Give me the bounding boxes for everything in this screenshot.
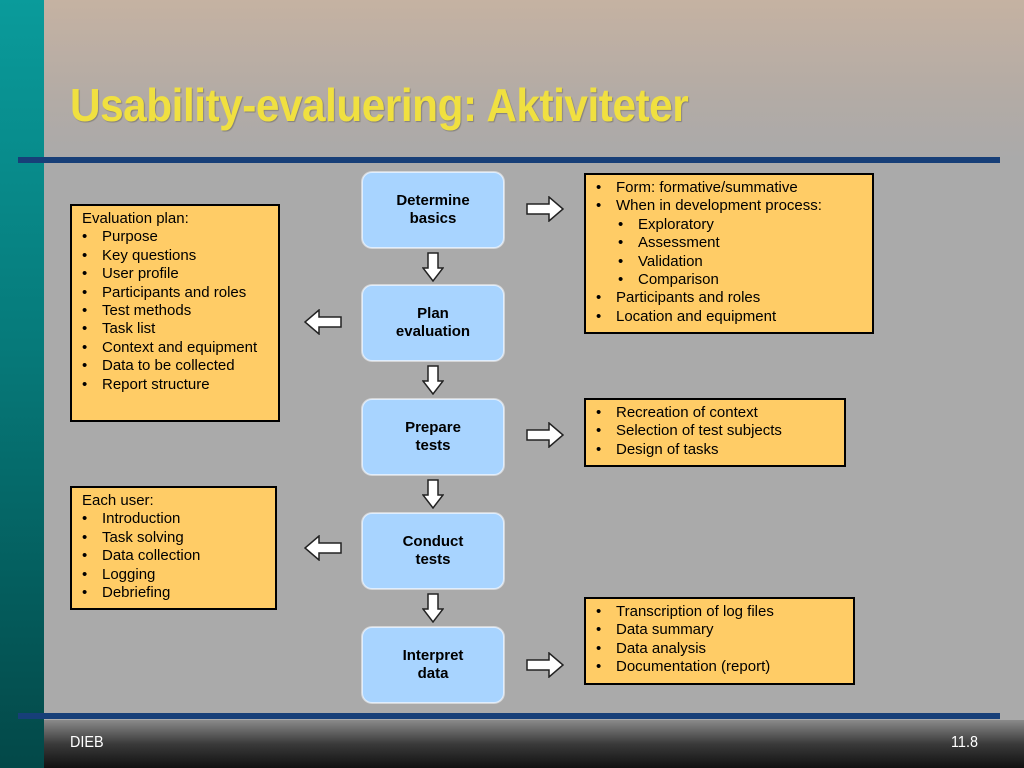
hollow-arrow-down-icon xyxy=(422,479,444,509)
footer-left-label: DIEB xyxy=(70,734,104,751)
step-determine-basics: Determine basics xyxy=(362,172,504,248)
list-item: Participants and roles xyxy=(82,284,268,303)
list-item: Data collection xyxy=(82,547,265,566)
hollow-arrow-right-icon xyxy=(526,196,564,222)
list-item: When in development process: xyxy=(596,197,862,216)
hollow-arrow-down-icon xyxy=(422,593,444,623)
list-item: Assessment xyxy=(618,234,862,253)
note-heading: Each user: xyxy=(82,492,154,509)
left-accent-bar xyxy=(0,0,44,768)
list-item: Data analysis xyxy=(596,640,843,659)
note-each-user: Each user: Introduction Task solving Dat… xyxy=(70,486,277,610)
list-item: Transcription of log files xyxy=(596,603,843,622)
list-item: Task list xyxy=(82,320,268,339)
list-item: Location and equipment xyxy=(596,308,862,327)
list-item: User profile xyxy=(82,265,268,284)
hollow-arrow-left-icon xyxy=(304,309,342,335)
list-item: Data to be collected xyxy=(82,357,268,376)
note-interpret-data: Transcription of log files Data summary … xyxy=(584,597,855,685)
list-item: Purpose xyxy=(82,228,268,247)
hollow-arrow-right-icon xyxy=(526,422,564,448)
title-band xyxy=(44,0,1024,160)
step-prepare-tests: Prepare tests xyxy=(362,399,504,475)
list-item: Task solving xyxy=(82,529,265,548)
list-item: Debriefing xyxy=(82,584,265,603)
slide-number: 11.8 xyxy=(951,734,978,751)
list-item: Documentation (report) xyxy=(596,658,843,677)
list-item: Logging xyxy=(82,566,265,585)
note-evaluation-plan: Evaluation plan: Purpose Key questions U… xyxy=(70,204,280,422)
hollow-arrow-down-icon xyxy=(422,365,444,395)
list-item: Selection of test subjects xyxy=(596,422,834,441)
top-rule xyxy=(18,157,1000,163)
note-prepare-tests: Recreation of context Selection of test … xyxy=(584,398,846,467)
hollow-arrow-left-icon xyxy=(304,535,342,561)
list-item: Comparison xyxy=(618,271,862,290)
hollow-arrow-right-icon xyxy=(526,652,564,678)
list-item: Validation xyxy=(618,253,862,272)
list-item: Test methods xyxy=(82,302,268,321)
list-item: Report structure xyxy=(82,376,268,395)
footer-band xyxy=(44,720,1024,768)
hollow-arrow-down-icon xyxy=(422,252,444,282)
bottom-rule xyxy=(18,713,1000,719)
list-item: Introduction xyxy=(82,510,265,529)
list-item: Exploratory xyxy=(618,216,862,235)
list-item: Recreation of context xyxy=(596,404,834,423)
note-heading: Evaluation plan: xyxy=(82,210,189,227)
list-item: Key questions xyxy=(82,247,268,266)
list-item: Form: formative/summative xyxy=(596,179,862,198)
list-item: Participants and roles xyxy=(596,289,862,308)
list-item: Data summary xyxy=(596,621,843,640)
list-item: Context and equipment xyxy=(82,339,268,358)
slide-title: Usability-evaluering: Aktiviteter xyxy=(70,79,689,131)
note-determine-basics: Form: formative/summative When in develo… xyxy=(584,173,874,334)
step-interpret-data: Interpret data xyxy=(362,627,504,703)
list-item: Design of tasks xyxy=(596,441,834,460)
step-plan-evaluation: Plan evaluation xyxy=(362,285,504,361)
step-conduct-tests: Conduct tests xyxy=(362,513,504,589)
